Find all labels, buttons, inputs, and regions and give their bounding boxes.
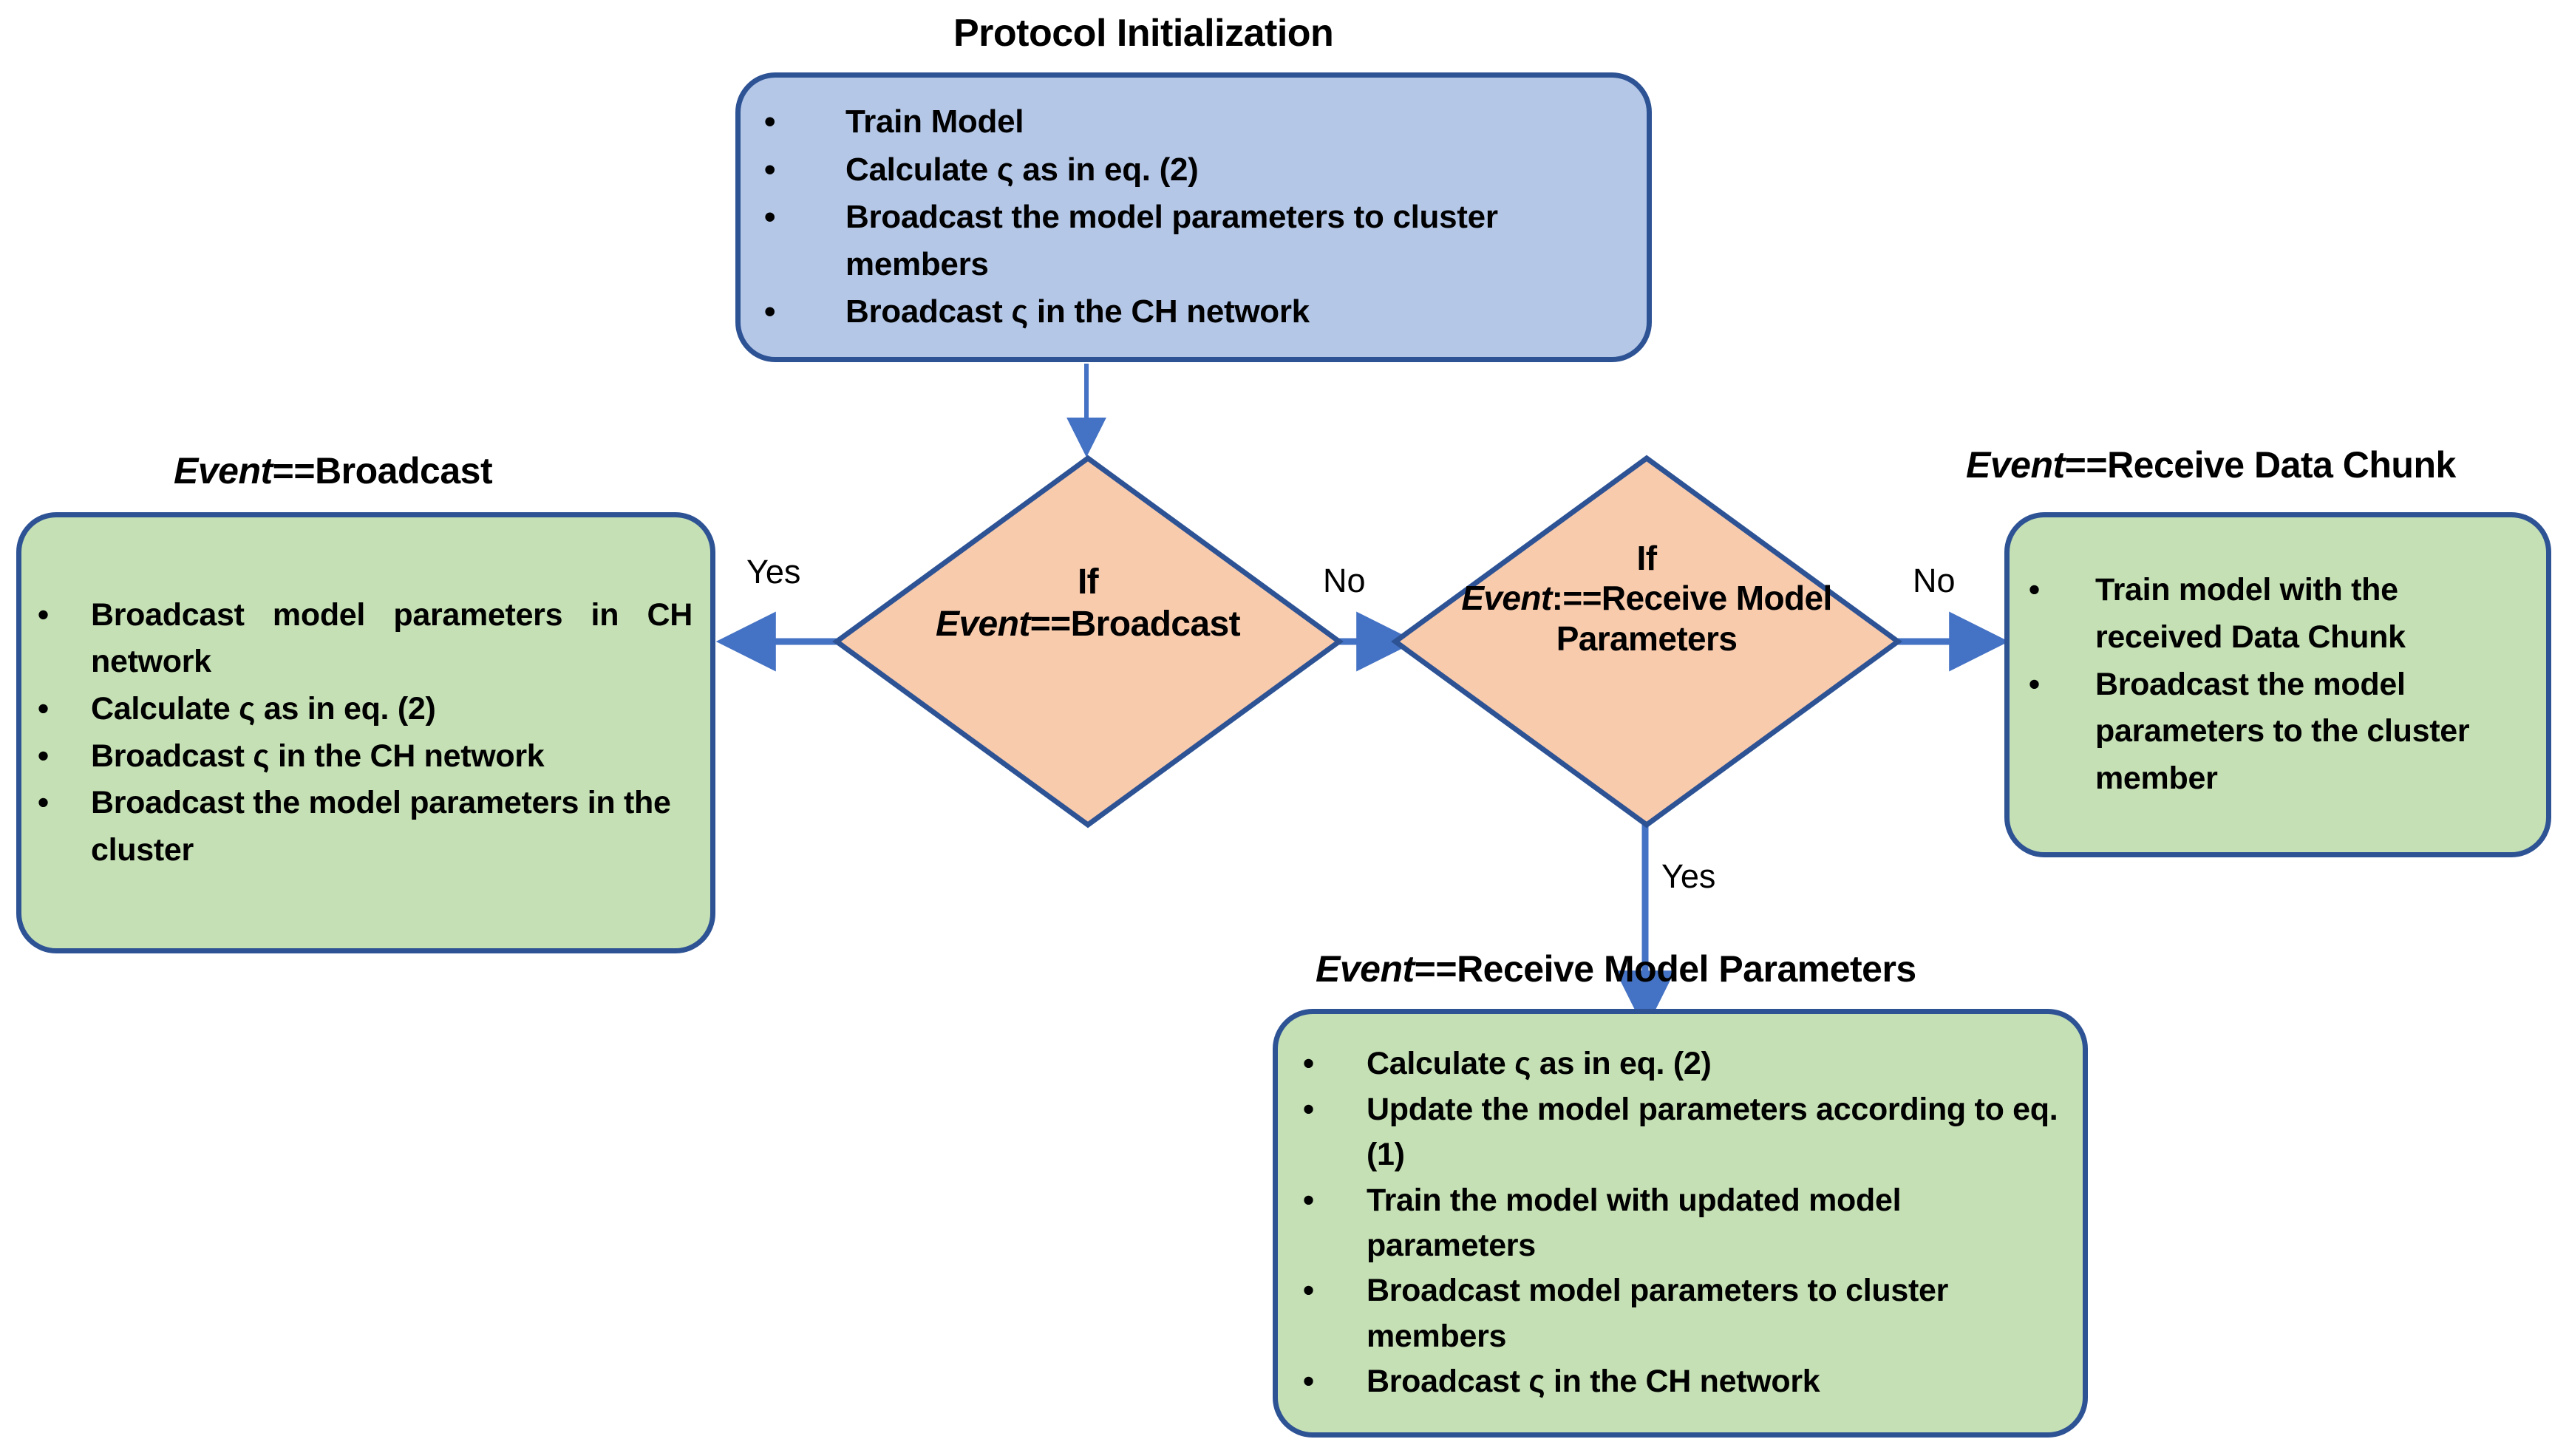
protocol-initialization-caption: Protocol Initialization [953, 11, 1334, 55]
list-item: Broadcast model parameters in CH network [38, 592, 693, 686]
event-broadcast-caption: Event==Broadcast [174, 449, 493, 492]
broadcast-bullet-list: Broadcast model parameters in CH network… [21, 592, 710, 874]
edge-label-yes-left: Yes [746, 553, 800, 591]
list-item: Broadcast ς in the CH network [1303, 1359, 2074, 1405]
event-data-chunk-text: ==Receive Data Chunk [2064, 444, 2457, 486]
edge-label-no-right: No [1913, 562, 1956, 600]
yes-down-text: Yes [1661, 857, 1716, 895]
receive-model-parameters-action-box[interactable]: Calculate ς as in eq. (2) Update the mod… [1273, 1009, 2088, 1438]
init-bullet-list: Train Model Calculate ς as in eq. (2) Br… [741, 98, 1647, 336]
event-keyword-model-params: Event [1316, 948, 1415, 990]
decision1-label: If Event==Broadcast [865, 562, 1311, 645]
decision-diamond-broadcast[interactable] [832, 454, 1344, 829]
list-item: Broadcast ς in the CH network [38, 733, 693, 780]
decision1-line2: Event==Broadcast [865, 604, 1311, 646]
decision2-line3: Parameters [1556, 619, 1738, 658]
edge-label-no-middle: No [1323, 562, 1366, 600]
receive-data-chunk-action-box[interactable]: Train model with the received Data Chunk… [2004, 512, 2551, 857]
list-item: Calculate ς as in eq. (2) [764, 146, 1627, 194]
decision1-event-keyword: Event [936, 604, 1030, 644]
list-item: Train the model with updated model param… [1303, 1178, 2074, 1269]
decision2-line1: If [1636, 539, 1658, 577]
yes-left-text: Yes [746, 553, 801, 591]
decision1-condition: ==Broadcast [1030, 604, 1241, 644]
event-broadcast-text: ==Broadcast [272, 450, 493, 491]
list-item: Calculate ς as in eq. (2) [1303, 1041, 2074, 1087]
event-receive-model-parameters-caption: Event==Receive Model Parameters [1316, 948, 1916, 990]
list-item: Train Model [764, 98, 1627, 146]
decision2-label: If Event:==Receive Model Parameters [1403, 538, 1891, 659]
event-keyword-data-chunk: Event [1966, 444, 2065, 486]
protocol-init-text: Protocol Initialization [953, 12, 1334, 55]
no-middle-text: No [1323, 562, 1366, 599]
event-model-params-text: ==Receive Model Parameters [1414, 948, 1917, 990]
list-item: Broadcast ς in the CH network [764, 288, 1627, 336]
no-right-text: No [1913, 562, 1956, 599]
protocol-initialization-box[interactable]: Train Model Calculate ς as in eq. (2) Br… [735, 72, 1652, 362]
list-item: Broadcast the model parameters to cluste… [764, 194, 1627, 241]
list-item: Update the model parameters according to… [1303, 1087, 2074, 1178]
broadcast-action-box[interactable]: Broadcast model parameters in CH network… [16, 512, 715, 953]
edge-label-yes-down: Yes [1661, 857, 1715, 896]
model-params-bullet-list: Calculate ς as in eq. (2) Update the mod… [1278, 1041, 2083, 1405]
list-item: Broadcast model parameters to cluster me… [1303, 1268, 2074, 1359]
list-item-continuation: members [845, 246, 989, 283]
list-item: Calculate ς as in eq. (2) [38, 686, 693, 733]
decision2-event-keyword: Event [1461, 579, 1552, 618]
event-keyword-broadcast: Event [174, 450, 273, 491]
list-item: Broadcast the model parameters to the cl… [2029, 661, 2528, 803]
data-chunk-bullet-list: Train model with the received Data Chunk… [2010, 567, 2546, 802]
decision2-line2: Event:==Receive Model [1403, 578, 1891, 618]
event-receive-data-chunk-caption: Event==Receive Data Chunk [1966, 443, 2456, 486]
decision1-line1: If [1077, 562, 1099, 602]
decision-diamond-receive-model-params[interactable] [1391, 454, 1902, 829]
decision2-condition: :==Receive Model [1551, 579, 1833, 618]
list-item: Train model with the received Data Chunk [2029, 567, 2528, 661]
list-item: Broadcast the model parameters in the cl… [38, 780, 693, 874]
